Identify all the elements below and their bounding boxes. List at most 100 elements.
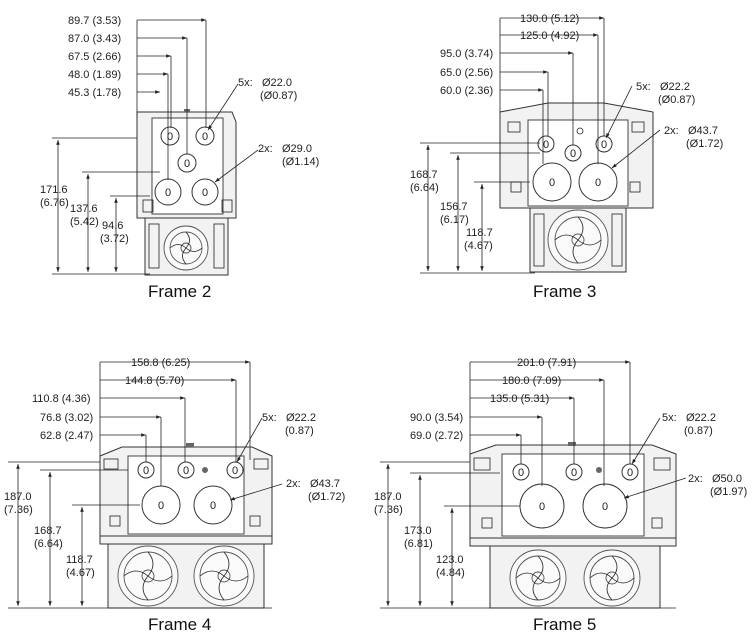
frame-3-dim-5: 60.0 (2.36) <box>440 85 493 97</box>
frame-3-dim-3: 95.0 (3.74) <box>440 48 493 60</box>
svg-text:0: 0 <box>167 131 173 143</box>
svg-text:0: 0 <box>595 177 601 189</box>
frame-5-side-3-alt: (4.84) <box>436 567 465 579</box>
frame-5-fans <box>509 549 641 607</box>
frame-5-callouts: 5x: Ø22.2 (0.87) 2x: Ø50.0 (Ø1.97) <box>623 412 747 499</box>
frame-4-callouts: 5x: Ø22.2 (0.87) 2x: Ø43.7 (Ø1.72) <box>229 412 345 503</box>
frame-2-side-1: 171.6 <box>40 184 68 196</box>
frame-5-callout-1-count: 5x: <box>662 412 677 424</box>
frame-3-side-3: 118.7 <box>466 227 493 239</box>
frame-5-side-dimensions: 187.0 (7.36) 173.0 (6.81) 123.0 (4.84) <box>374 461 520 609</box>
frame-4-drawing: 0 0 0 0 0 158.8 (6.25) 144.8 (5.70) 110.… <box>4 357 345 634</box>
frame-5-side-2-alt: (6.81) <box>404 538 433 550</box>
frame-5-callout-1-value: Ø22.2 <box>686 412 716 424</box>
frame-4-callout-1-alt: (0.87) <box>285 425 314 437</box>
frame-5-dim-1: 201.0 (7.91) <box>517 357 576 369</box>
frame-4-callout-2-value: Ø43.7 <box>310 478 340 490</box>
frame-4-side-2-alt: (6.64) <box>34 538 63 550</box>
frame-3-side-2: 156.7 <box>440 201 468 213</box>
frame-2-callout-1-value: Ø22.0 <box>262 77 292 89</box>
frame-4-dim-1: 158.8 (6.25) <box>131 357 190 369</box>
frame-4-top-dimensions: 158.8 (6.25) 144.8 (5.70) 110.8 (4.36) 7… <box>32 357 251 486</box>
frame-3-caption: Frame 3 <box>533 282 596 301</box>
frame-5-callout-2-value: Ø50.0 <box>712 473 742 485</box>
frame-2-dim-4: 48.0 (1.89) <box>68 69 121 81</box>
frame-5-side-1-alt: (7.36) <box>374 504 403 516</box>
frame-3-drawing: 0 0 0 0 0 130.0 (5.12) 125.0 (4.92) 95.0… <box>410 13 723 301</box>
frame-3-dim-4: 65.0 (2.56) <box>440 67 493 79</box>
frame-2-side-3: 94.6 <box>102 220 123 232</box>
svg-text:0: 0 <box>627 467 633 479</box>
frame-3-dim-2: 125.0 (4.92) <box>520 30 579 42</box>
frame-2-side-dimensions: 171.6 (6.76) 137.6 (5.42) 94.6 (3.72) <box>40 137 160 275</box>
frame-4-callout-1-value: Ø22.2 <box>286 412 316 424</box>
frame-3-callout-2-alt: (Ø1.72) <box>686 138 723 150</box>
frame-3-callout-1-alt: (Ø0.87) <box>658 94 695 106</box>
frame-3-callouts: 5x: Ø22.2 (Ø0.87) 2x: Ø43.7 (Ø1.72) <box>605 81 723 169</box>
frame-4-fans <box>117 545 255 607</box>
svg-text:0: 0 <box>549 177 555 189</box>
frame-2-dim-1: 89.7 (3.53) <box>68 15 121 27</box>
frame-3-conduit-holes: 0 0 0 0 0 <box>532 127 618 202</box>
frame-2-side-1-alt: (6.76) <box>40 197 69 209</box>
frame-4-callout-2-alt: (Ø1.72) <box>308 491 345 503</box>
frame-5-callout-2-count: 2x: <box>688 473 703 485</box>
frame-5-side-2: 173.0 <box>404 525 432 537</box>
frame-2-side-2-alt: (5.42) <box>70 216 99 228</box>
svg-text:0: 0 <box>539 501 545 513</box>
frame-5-side-1: 187.0 <box>374 491 402 503</box>
frame-2-dim-2: 87.0 (3.43) <box>68 33 121 45</box>
frame-2-dim-5: 45.3 (1.78) <box>68 87 121 99</box>
frame-4-caption: Frame 4 <box>148 615 211 634</box>
frame-3-dim-1: 130.0 (5.12) <box>520 13 579 25</box>
svg-text:0: 0 <box>202 131 208 143</box>
frame-4-side-1-alt: (7.36) <box>4 504 33 516</box>
frame-5-callout-1-alt: (0.87) <box>684 425 713 437</box>
frame-4-dim-5: 62.8 (2.47) <box>40 430 93 442</box>
svg-text:0: 0 <box>571 467 577 479</box>
svg-text:0: 0 <box>601 139 607 151</box>
frame-2-callouts: 5x: Ø22.0 (Ø0.87) 2x: Ø29.0 (Ø1.14) <box>207 77 319 183</box>
frame-5-dim-3: 135.0 (5.31) <box>490 393 549 405</box>
frame-2-callout-2-alt: (Ø1.14) <box>282 156 319 168</box>
svg-text:0: 0 <box>184 158 190 170</box>
frame-5-conduit-holes: 0 0 0 0 0 <box>512 463 639 529</box>
frame-5-side-3: 123.0 <box>436 554 464 566</box>
frame-3-callout-1-value: Ø22.2 <box>660 81 690 93</box>
frame-4-callout-1-count: 5x: <box>262 412 277 424</box>
frame-2-callout-1-alt: (Ø0.87) <box>260 90 297 102</box>
frame-2-callout-1-count: 5x: <box>238 77 253 89</box>
frame-2-fan <box>163 225 209 271</box>
frame-3-side-3-alt: (4.67) <box>464 240 493 252</box>
frame-4-conduit-holes: 0 0 0 0 0 <box>137 461 244 525</box>
frame-3-fan <box>547 209 609 271</box>
svg-text:0: 0 <box>165 187 171 199</box>
frame-3-callout-1-count: 5x: <box>636 81 651 93</box>
frame-2-conduit-holes: 0 0 0 0 0 <box>154 126 219 206</box>
frame-5-callout-2-alt: (Ø1.97) <box>710 486 747 498</box>
frame-4-callout-2-count: 2x: <box>286 478 301 490</box>
frame-4-side-2: 168.7 <box>34 525 62 537</box>
frame-3-side-1-alt: (6.64) <box>410 182 439 194</box>
frame-3-side-2-alt: (6.17) <box>440 214 469 226</box>
frame-4-dim-4: 76.8 (3.02) <box>40 412 93 424</box>
svg-text:0: 0 <box>158 500 164 512</box>
frame-5-caption: Frame 5 <box>533 615 596 634</box>
frame-5-dim-4: 90.0 (3.54) <box>410 412 463 424</box>
frame-3-callout-2-count: 2x: <box>664 125 679 137</box>
frame-2-side-2: 137.6 <box>70 203 98 215</box>
frame-4-side-dimensions: 187.0 (7.36) 168.7 (6.64) 118.7 (4.67) <box>4 461 140 609</box>
frame-2-caption: Frame 2 <box>148 282 211 301</box>
frame-4-dim-2: 144.8 (5.70) <box>125 375 184 387</box>
frame-2-top-dimensions: 89.7 (3.53) 87.0 (3.43) 67.5 (2.66) 48.0… <box>68 15 207 180</box>
frame-3-side-dimensions: 168.7 (6.64) 156.7 (6.17) 118.7 (4.67) <box>410 142 540 274</box>
svg-text:0: 0 <box>602 501 608 513</box>
frame-3-top-dimensions: 130.0 (5.12) 125.0 (4.92) 95.0 (3.74) 65… <box>440 13 605 164</box>
frame-2-dim-3: 67.5 (2.66) <box>68 51 121 63</box>
frame-5-dim-5: 69.0 (2.72) <box>410 430 463 442</box>
frame-3-side-1: 168.7 <box>410 169 438 181</box>
svg-text:0: 0 <box>183 465 189 477</box>
svg-text:0: 0 <box>518 467 524 479</box>
